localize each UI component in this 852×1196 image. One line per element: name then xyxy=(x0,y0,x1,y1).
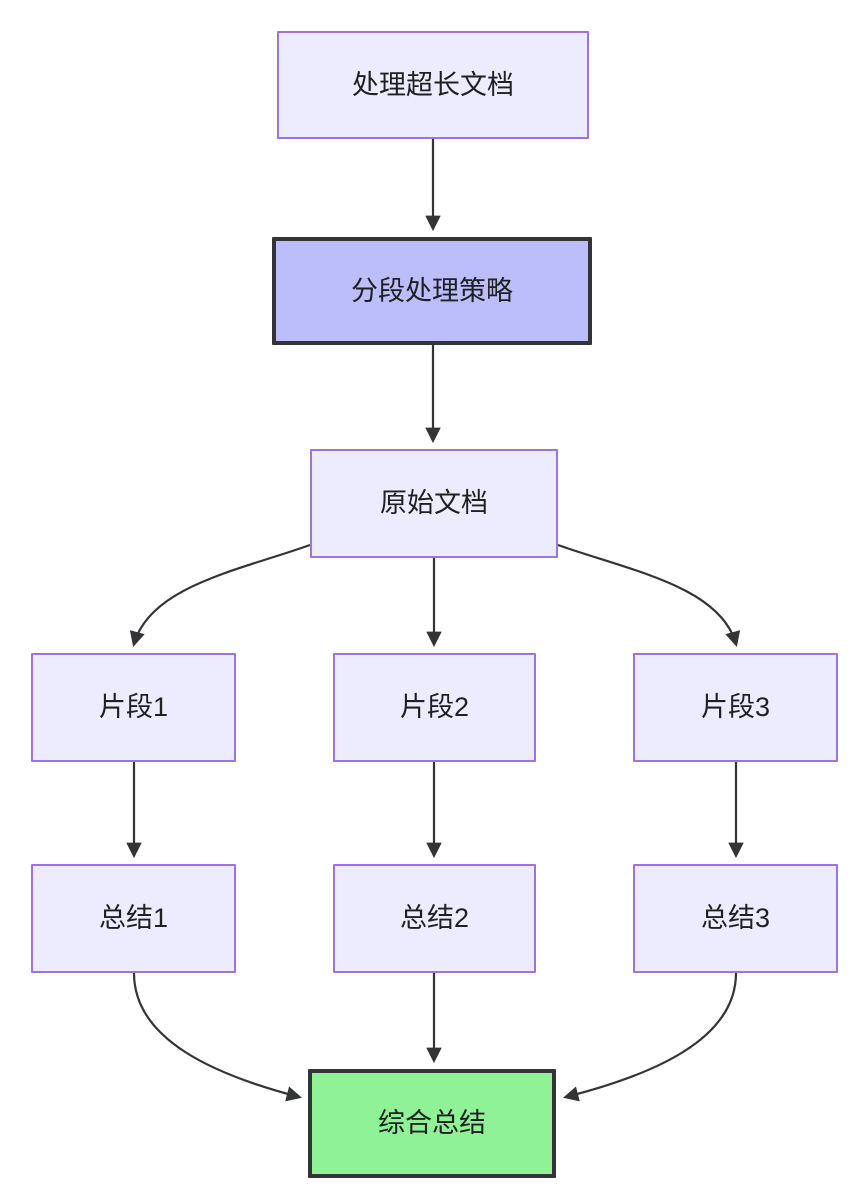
node-doc[interactable]: 处理超长文档 xyxy=(277,31,589,139)
node-summary-3[interactable]: 总结3 xyxy=(633,864,838,973)
node-summary-2[interactable]: 总结2 xyxy=(333,864,536,973)
node-summary-1-label: 总结1 xyxy=(98,903,169,934)
edge-source-to-chunk3 xyxy=(557,543,741,647)
node-chunk-2[interactable]: 片段2 xyxy=(333,653,536,762)
node-summary-1[interactable]: 总结1 xyxy=(31,864,236,973)
node-chunk-3-label: 片段3 xyxy=(700,692,771,723)
edge-summary1-to-final xyxy=(132,972,302,1102)
node-doc-label: 处理超长文档 xyxy=(352,69,514,100)
node-strategy-label: 分段处理策略 xyxy=(351,275,513,306)
node-final-summary[interactable]: 综合总结 xyxy=(308,1069,556,1178)
node-strategy[interactable]: 分段处理策略 xyxy=(272,237,592,345)
node-chunk-2-label: 片段2 xyxy=(399,692,470,723)
node-summary-3-label: 总结3 xyxy=(700,903,771,934)
node-chunk-1[interactable]: 片段1 xyxy=(31,653,236,762)
node-source-document[interactable]: 原始文档 xyxy=(310,449,558,558)
edge-source-to-chunk1 xyxy=(129,543,311,647)
node-chunk-3[interactable]: 片段3 xyxy=(633,653,838,762)
node-source-document-label: 原始文档 xyxy=(380,488,488,519)
node-final-summary-label: 综合总结 xyxy=(378,1108,486,1139)
node-summary-2-label: 总结2 xyxy=(399,903,470,934)
node-chunk-1-label: 片段1 xyxy=(98,692,169,723)
edge-summary3-to-final xyxy=(563,972,738,1102)
